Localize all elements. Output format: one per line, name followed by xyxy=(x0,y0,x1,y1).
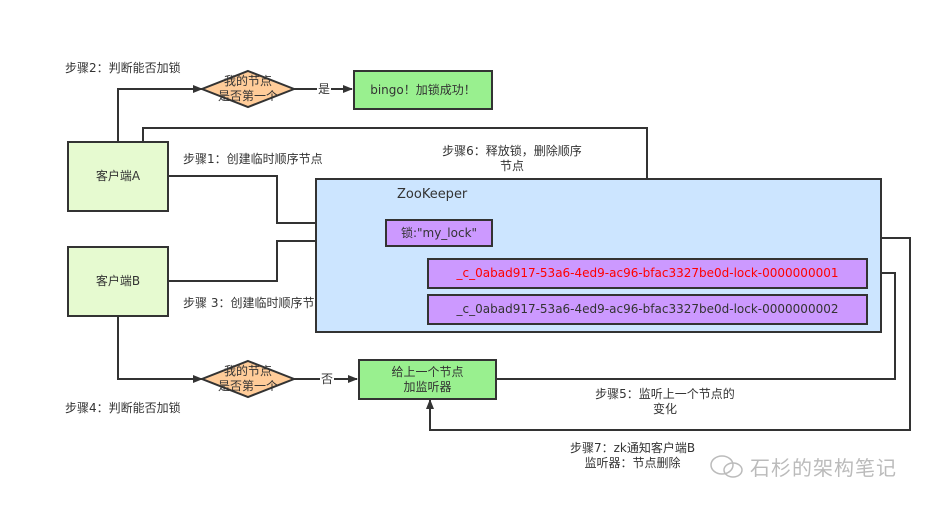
seq-node-2[interactable]: _c_0abad917-53a6-4ed9-ac96-bfac3327be0d-… xyxy=(427,294,868,325)
lock-node[interactable]: 锁:"my_lock" xyxy=(385,219,493,247)
client-a-label: 客户端A xyxy=(95,169,141,183)
watch-box[interactable]: 给上一个节点 加监听器 xyxy=(358,359,497,400)
step5-label: 步骤5：监听上一个节点的 变化 xyxy=(585,387,745,417)
watch-line1: 给上一个节点 xyxy=(391,364,464,379)
seq-node-1-label: _c_0abad917-53a6-4ed9-ac96-bfac3327be0d-… xyxy=(456,266,839,280)
client-b-box[interactable]: 客户端B xyxy=(67,246,169,317)
decision-top-line2: 是否第一个 xyxy=(217,89,278,103)
seq-node-1[interactable]: _c_0abad917-53a6-4ed9-ac96-bfac3327be0d-… xyxy=(427,258,868,289)
decision-bottom-shape xyxy=(199,359,297,399)
edge-label-yes: 是 xyxy=(317,82,332,97)
edge-clientA-to-decision xyxy=(117,85,203,141)
decision-bottom[interactable]: 我的节点 是否第一个 xyxy=(208,364,288,394)
seq-node-2-label: _c_0abad917-53a6-4ed9-ac96-bfac3327be0d-… xyxy=(456,302,839,316)
step1-label: 步骤1：创建临时顺序节点 xyxy=(183,152,323,166)
zookeeper-title: ZooKeeper xyxy=(397,187,468,202)
decision-bottom-line1: 我的节点 xyxy=(223,364,272,378)
decision-top-line1: 我的节点 xyxy=(223,74,272,88)
edge-watch-to-seq1 xyxy=(496,269,896,380)
watch-line2: 加监听器 xyxy=(403,379,452,394)
step3-label: 步骤 3：创建临时顺序节点 xyxy=(183,296,327,310)
step5-line2: 变化 xyxy=(652,402,677,416)
edge-zk-notify-watch xyxy=(426,237,911,431)
client-b-label: 客户端B xyxy=(95,274,141,288)
step7-line2: 监听器：节点删除 xyxy=(584,456,681,470)
edge-label-no: 否 xyxy=(320,372,335,387)
wechat-icon xyxy=(710,455,743,478)
step4-label: 步骤4：判断能否加锁 xyxy=(65,401,181,415)
edge-clientB-to-decision xyxy=(117,316,203,383)
step5-line1: 步骤5：监听上一个节点的 xyxy=(595,387,735,401)
step7-line1: 步骤7：zk通知客户端B xyxy=(569,441,696,455)
decision-bottom-line2: 是否第一个 xyxy=(217,379,278,393)
step7-label: 步骤7：zk通知客户端B 监听器：节点删除 xyxy=(560,441,705,471)
success-box[interactable]: bingo！加锁成功！ xyxy=(353,70,493,110)
step6-line2: 节点 xyxy=(499,159,524,173)
success-label: bingo！加锁成功！ xyxy=(370,82,476,97)
step2-label: 步骤2：判断能否加锁 xyxy=(65,61,181,75)
step6-line1: 步骤6：释放锁，删除顺序 xyxy=(442,144,582,158)
client-a-box[interactable]: 客户端A xyxy=(67,141,169,212)
decision-top-shape xyxy=(199,69,297,109)
lock-node-label: 锁:"my_lock" xyxy=(400,225,478,240)
watermark-text: 石杉的架构笔记 xyxy=(750,456,897,480)
decision-top[interactable]: 我的节点 是否第一个 xyxy=(208,74,288,104)
step6-label: 步骤6：释放锁，删除顺序 节点 xyxy=(432,144,592,174)
